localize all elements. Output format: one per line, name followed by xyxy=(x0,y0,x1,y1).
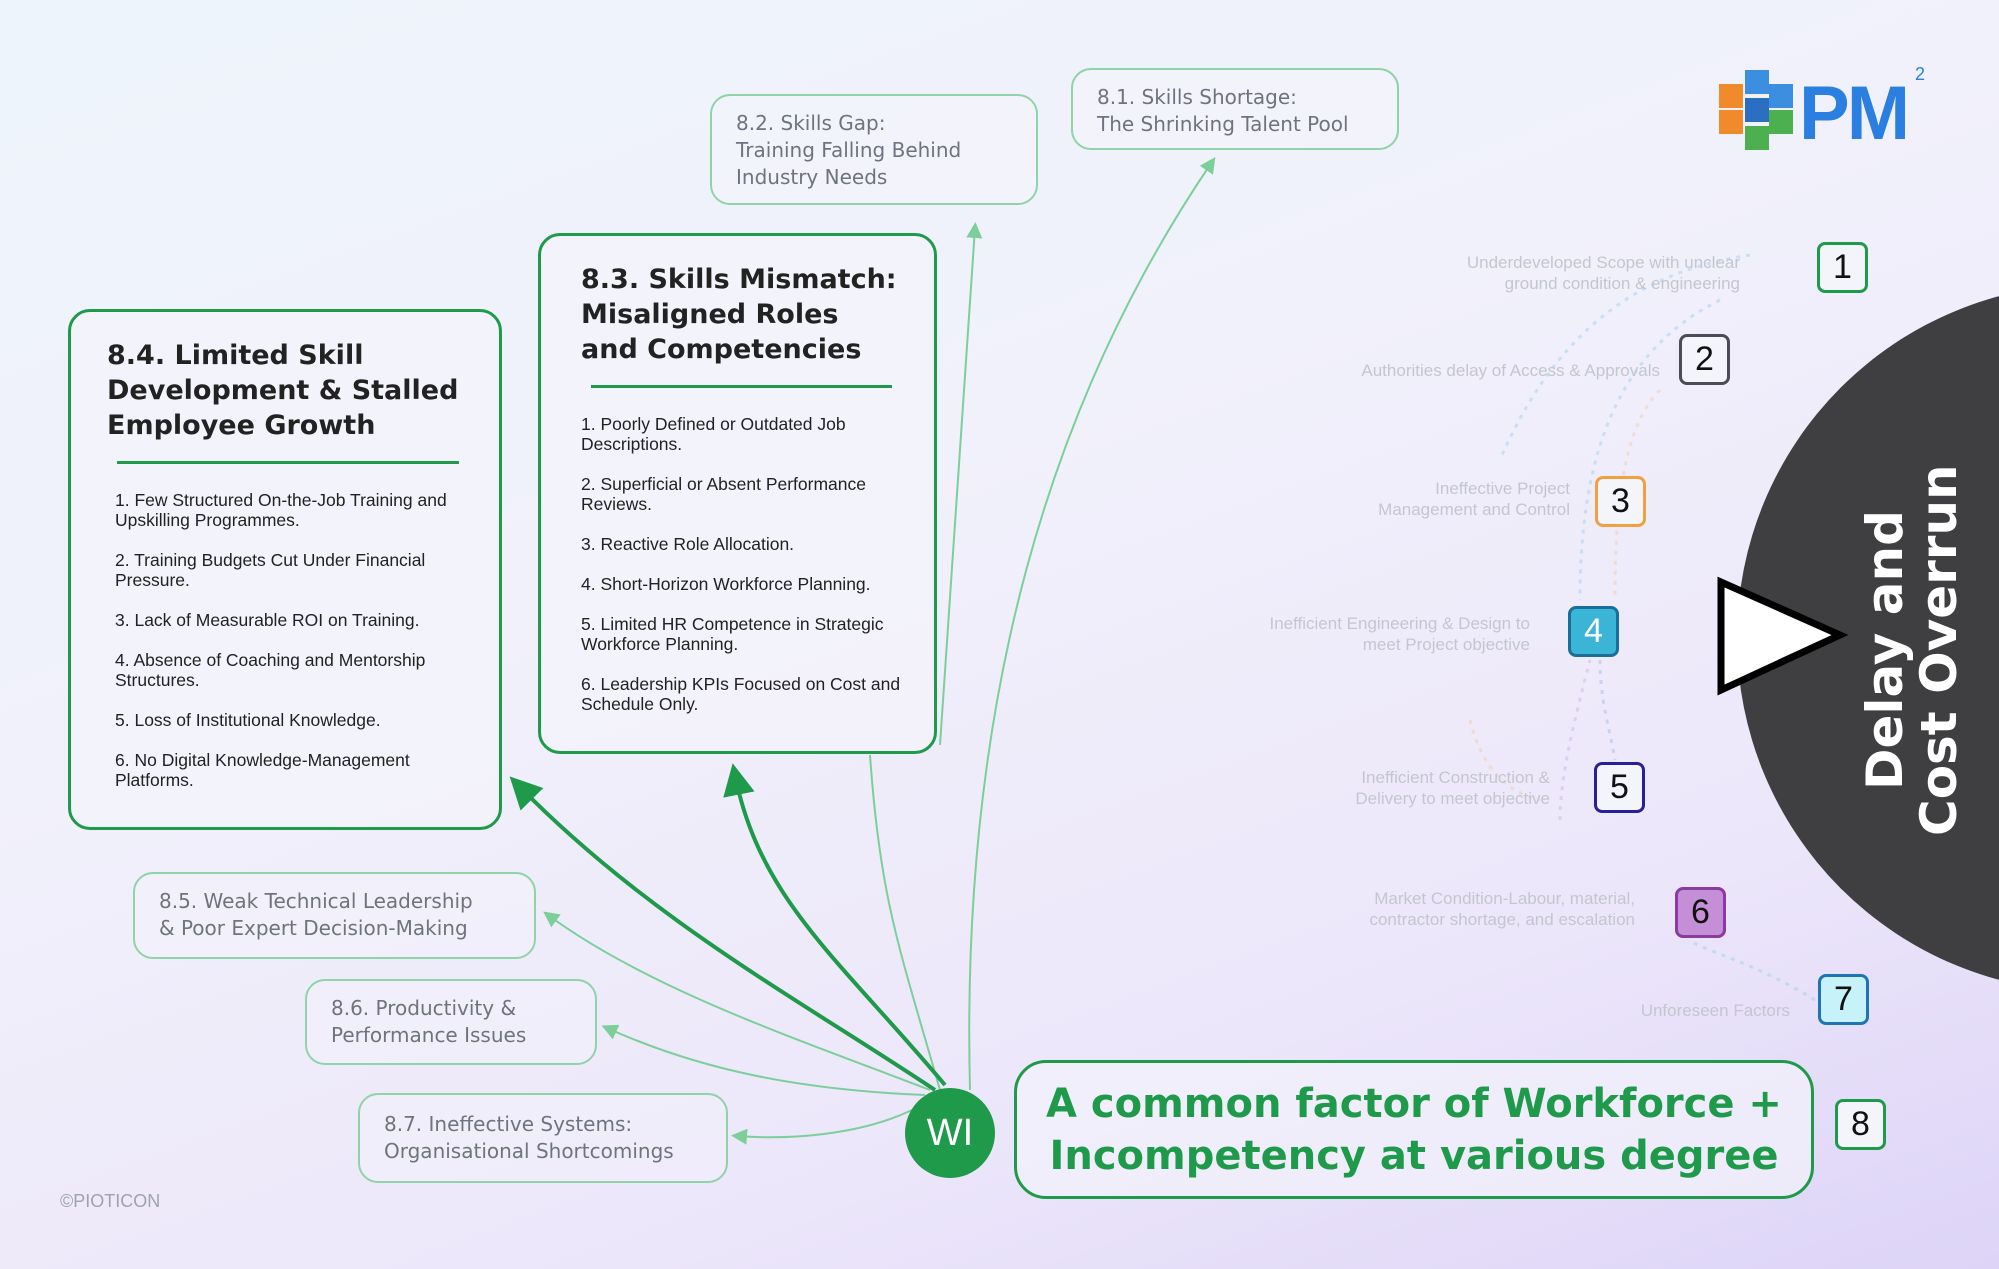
list-item: 2. Superficial or Absent Performance Rev… xyxy=(581,474,867,514)
list-item: 3. Lack of Measurable ROI on Training. xyxy=(115,610,420,630)
outcome-label: Delay and Cost Overrun xyxy=(1856,455,1974,845)
cause-4-label: Inefficient Engineering & Design to meet… xyxy=(1269,614,1530,654)
divider xyxy=(591,385,892,388)
factor-8-6-line2: Performance Issues xyxy=(331,1023,527,1047)
copyright: ©PIOTICON xyxy=(60,1191,161,1211)
factor-8-4: 8.4. Limited Skill Development & Stalled… xyxy=(68,309,502,830)
wi-hub: WI xyxy=(905,1088,995,1178)
factor-8-7-line2: Organisational Shortcomings xyxy=(384,1139,674,1163)
factor-8-1-line2: The Shrinking Talent Pool xyxy=(1097,112,1349,136)
cause-badge-2: 2 xyxy=(1679,334,1730,385)
list-item: 2. Training Budgets Cut Under Financial … xyxy=(115,550,426,590)
cause-1-label: Underdeveloped Scope with unclear ground… xyxy=(1466,253,1740,293)
outcome-circle xyxy=(1737,296,1999,980)
logo-superscript: 2 xyxy=(1915,64,1926,84)
outcome-arrow-icon xyxy=(1717,576,1849,696)
list-item: 6. No Digital Knowledge-Management Platf… xyxy=(115,750,410,790)
cube-logo-icon xyxy=(1719,70,1793,150)
cause-6-label: Market Condition-Labour, material, contr… xyxy=(1369,889,1635,929)
cause-badge-5: 5 xyxy=(1594,762,1645,813)
list-item: 5. Loss of Institutional Knowledge. xyxy=(115,710,381,730)
factor-8-2: 8.2. Skills Gap: Training Falling Behind… xyxy=(710,94,1038,205)
list-item: 6. Leadership KPIs Focused on Cost and S… xyxy=(581,674,901,714)
cause-2-label: Authorities delay of Access & Approvals xyxy=(1361,361,1660,380)
divider xyxy=(117,461,459,464)
factor-8-7-line1: 8.7. Ineffective Systems: xyxy=(384,1112,633,1136)
pm2-logo: PM 2 xyxy=(1715,64,1930,156)
list-item: 1. Poorly Defined or Outdated Job Descri… xyxy=(581,414,846,454)
factor-8-5-line2: & Poor Expert Decision-Making xyxy=(159,916,468,940)
common-factor-line1: A common factor of Workforce + xyxy=(1046,1080,1782,1127)
factor-8-3-title: 8.3. Skills Mismatch: Misaligned Roles a… xyxy=(581,264,897,365)
cause-badge-7: 7 xyxy=(1818,974,1869,1025)
factor-8-1-line1: 8.1. Skills Shortage: xyxy=(1097,85,1297,109)
cause-badge-8: 8 xyxy=(1835,1099,1886,1150)
cause-5-label: Inefficient Construction & Delivery to m… xyxy=(1355,768,1550,808)
factor-8-5: 8.5. Weak Technical Leadership & Poor Ex… xyxy=(133,872,536,959)
cause-badge-1: 1 xyxy=(1817,242,1868,293)
common-factor-box: A common factor of Workforce + Incompete… xyxy=(1014,1060,1814,1199)
list-item: 1. Few Structured On-the-Job Training an… xyxy=(115,490,447,530)
outcome-line2: Cost Overrun xyxy=(1910,464,1968,836)
list-item: 4. Short-Horizon Workforce Planning. xyxy=(581,574,871,594)
factor-8-4-title: 8.4. Limited Skill Development & Stalled… xyxy=(107,340,459,441)
cause-3-label: Ineffective Project Management and Contr… xyxy=(1378,479,1570,519)
cause-badge-3: 3 xyxy=(1595,476,1646,527)
factor-8-5-line1: 8.5. Weak Technical Leadership xyxy=(159,889,473,913)
factor-8-7: 8.7. Ineffective Systems: Organisational… xyxy=(358,1093,728,1183)
logo-text: PM xyxy=(1799,71,1910,156)
outcome-line1: Delay and xyxy=(1856,510,1914,790)
factor-8-2-line1: 8.2. Skills Gap: xyxy=(736,111,886,135)
factor-8-2-line2: Training Falling Behind xyxy=(736,138,962,162)
list-item: 4. Absence of Coaching and Mentorship St… xyxy=(115,650,426,690)
factor-8-6-line1: 8.6. Productivity & xyxy=(331,996,517,1020)
factor-8-2-line3: Industry Needs xyxy=(736,165,888,189)
common-factor-line2: Incompetency at various degree xyxy=(1049,1132,1779,1179)
cause-7-label: Unforeseen Factors xyxy=(1640,1001,1790,1020)
cause-badge-6: 6 xyxy=(1675,887,1726,938)
factor-8-3: 8.3. Skills Mismatch: Misaligned Roles a… xyxy=(538,233,937,754)
cause-badge-4: 4 xyxy=(1568,606,1619,657)
factor-8-6: 8.6. Productivity & Performance Issues xyxy=(305,979,597,1065)
list-item: 5. Limited HR Competence in Strategic Wo… xyxy=(581,614,884,654)
factor-8-1: 8.1. Skills Shortage: The Shrinking Tale… xyxy=(1071,68,1399,150)
list-item: 3. Reactive Role Allocation. xyxy=(581,534,795,554)
